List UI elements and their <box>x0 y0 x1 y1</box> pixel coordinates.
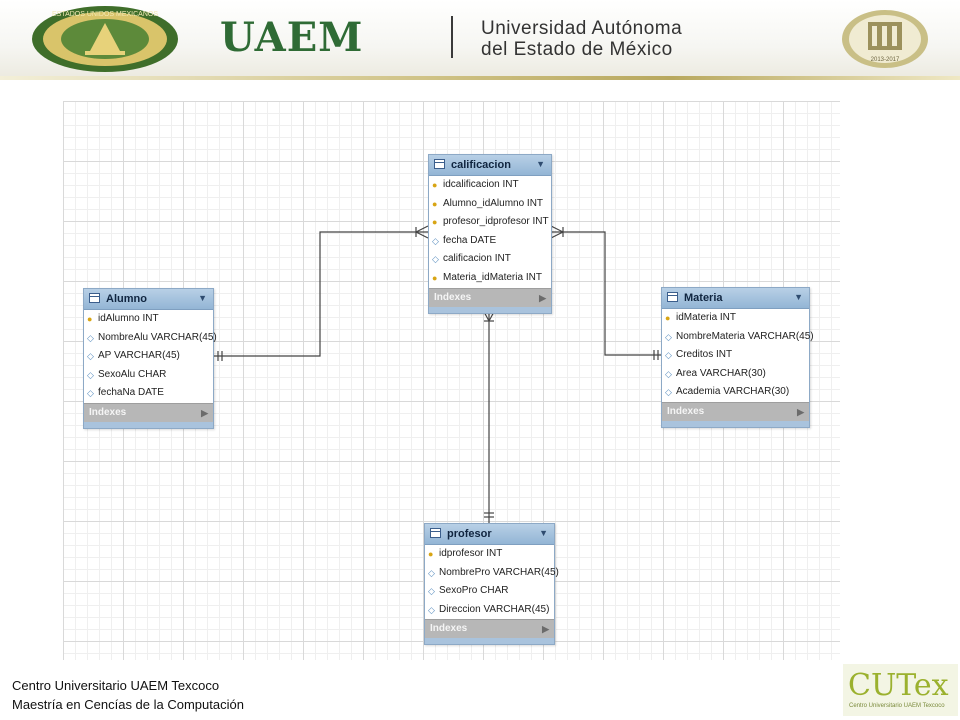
diamond-icon: ◇ <box>87 369 94 380</box>
column-row[interactable]: ●idMateria INT <box>665 312 737 323</box>
key-icon: ● <box>87 314 93 324</box>
key-icon: ● <box>665 313 671 323</box>
column-row[interactable]: ◇Creditos INT <box>665 349 733 361</box>
entity-footer-bar <box>84 421 213 428</box>
collapse-caret-icon[interactable]: ▼ <box>536 159 545 169</box>
indexes-section[interactable]: Indexes▶ <box>84 402 213 422</box>
key-icon: ● <box>432 198 438 209</box>
indexes-section[interactable]: Indexes▶ <box>429 287 551 307</box>
cutex-logo: CUTex Centro Universitario UAEM Texcoco <box>843 664 958 716</box>
uaem-seal-logo: ESTADOS UNIDOS MEXICANOS <box>32 6 178 72</box>
diamond-icon: ◇ <box>432 235 439 246</box>
expand-triangle-icon[interactable]: ▶ <box>201 407 208 418</box>
table-icon <box>667 292 678 302</box>
key-icon: ● <box>428 549 434 559</box>
svg-text:2013-2017: 2013-2017 <box>871 57 900 63</box>
column-row[interactable]: ◇Academia VARCHAR(30) <box>665 386 790 398</box>
diamond-icon: ◇ <box>432 254 439 265</box>
key-icon: ● <box>432 180 438 190</box>
column-row[interactable]: ●idAlumno INT <box>87 313 159 324</box>
collapse-caret-icon[interactable]: ▼ <box>794 292 803 302</box>
table-icon <box>430 528 441 538</box>
column-row[interactable]: ◇NombrePro VARCHAR(45) <box>428 566 559 578</box>
entity-header[interactable]: profesor ▼ <box>425 524 554 545</box>
diamond-icon: ◇ <box>428 567 435 578</box>
svg-text:ESTADOS UNIDOS MEXICANOS: ESTADOS UNIDOS MEXICANOS <box>52 11 158 18</box>
header-rule <box>0 76 960 80</box>
key-icon: ● <box>432 272 438 283</box>
entity-title: Materia <box>684 292 723 304</box>
diamond-icon: ◇ <box>665 368 672 379</box>
entity-footer-bar <box>429 306 551 313</box>
column-row[interactable]: ●Materia_idMateria INT <box>432 271 542 283</box>
column-row[interactable]: ◇NombreAlu VARCHAR(45) <box>87 331 217 343</box>
diamond-icon: ◇ <box>665 387 672 398</box>
footer-institution: Centro Universitario UAEM Texcoco <box>12 678 220 693</box>
footer-program: Maestría en Cencías de la Computación <box>12 697 244 712</box>
entity-alumno[interactable]: Alumno ▼ ●idAlumno INT ◇NombreAlu VARCHA… <box>83 288 217 429</box>
indexes-section[interactable]: Indexes▶ <box>662 401 809 421</box>
entity-header[interactable]: calificacion ▼ <box>429 155 551 176</box>
diamond-icon: ◇ <box>665 350 672 361</box>
expand-triangle-icon[interactable]: ▶ <box>539 292 546 303</box>
entity-calificacion[interactable]: calificacion ▼ ●idcalificacion INT ●Alum… <box>428 154 552 314</box>
entity-header[interactable]: Materia ▼ <box>662 288 809 309</box>
uaem-wordmark: UAEM <box>220 14 364 61</box>
table-icon <box>434 159 445 169</box>
column-row[interactable]: ◇Area VARCHAR(30) <box>665 367 766 379</box>
brand-separator <box>451 16 453 58</box>
column-row[interactable]: ●idprofesor INT <box>428 548 503 559</box>
entity-title: profesor <box>447 528 492 540</box>
column-row[interactable]: ◇AP VARCHAR(45) <box>87 350 180 362</box>
column-row[interactable]: ◇calificacion INT <box>432 253 511 265</box>
entity-title: calificacion <box>451 159 511 171</box>
entity-footer-bar <box>425 638 554 645</box>
university-name-line1: Universidad Autónoma <box>481 18 683 39</box>
column-row[interactable]: ◇fechaNa DATE <box>87 387 164 399</box>
key-icon: ● <box>432 217 438 228</box>
cutex-logo-subtext: Centro Universitario UAEM Texcoco <box>849 703 945 709</box>
column-row[interactable]: ●idcalificacion INT <box>432 179 519 190</box>
entity-footer-bar <box>662 420 809 427</box>
column-row[interactable]: ●profesor_idprofesor INT <box>432 216 549 228</box>
collapse-caret-icon[interactable]: ▼ <box>198 293 207 303</box>
entity-header[interactable]: Alumno ▼ <box>84 289 213 310</box>
column-row[interactable]: ◇SexoPro CHAR <box>428 585 509 597</box>
anniversary-seal-logo: 2013-2017 <box>842 10 928 68</box>
column-row[interactable]: ◇NombreMateria VARCHAR(45) <box>665 330 814 342</box>
diamond-icon: ◇ <box>87 351 94 362</box>
diamond-icon: ◇ <box>87 332 94 343</box>
cutex-logo-text: CUTex <box>848 668 949 703</box>
column-row[interactable]: ◇Direccion VARCHAR(45) <box>428 603 550 615</box>
diamond-icon: ◇ <box>428 586 435 597</box>
diamond-icon: ◇ <box>87 388 94 399</box>
header-banner: ESTADOS UNIDOS MEXICANOS UAEM Universida… <box>0 0 960 78</box>
diamond-icon: ◇ <box>665 331 672 342</box>
diamond-icon: ◇ <box>428 604 435 615</box>
collapse-caret-icon[interactable]: ▼ <box>539 528 548 538</box>
table-icon <box>89 293 100 303</box>
entity-profesor[interactable]: profesor ▼ ●idprofesor INT ◇NombrePro VA… <box>424 523 559 646</box>
expand-triangle-icon[interactable]: ▶ <box>542 624 549 635</box>
entity-materia[interactable]: Materia ▼ ●idMateria INT ◇NombreMateria … <box>661 287 814 428</box>
column-row[interactable]: ●Alumno_idAlumno INT <box>432 197 544 209</box>
entity-title: Alumno <box>106 293 147 305</box>
indexes-section[interactable]: Indexes▶ <box>425 619 554 639</box>
university-name-line2: del Estado de México <box>481 39 673 60</box>
column-row[interactable]: ◇fecha DATE <box>432 234 497 246</box>
expand-triangle-icon[interactable]: ▶ <box>797 406 804 417</box>
column-row[interactable]: ◇SexoAlu CHAR <box>87 368 167 380</box>
